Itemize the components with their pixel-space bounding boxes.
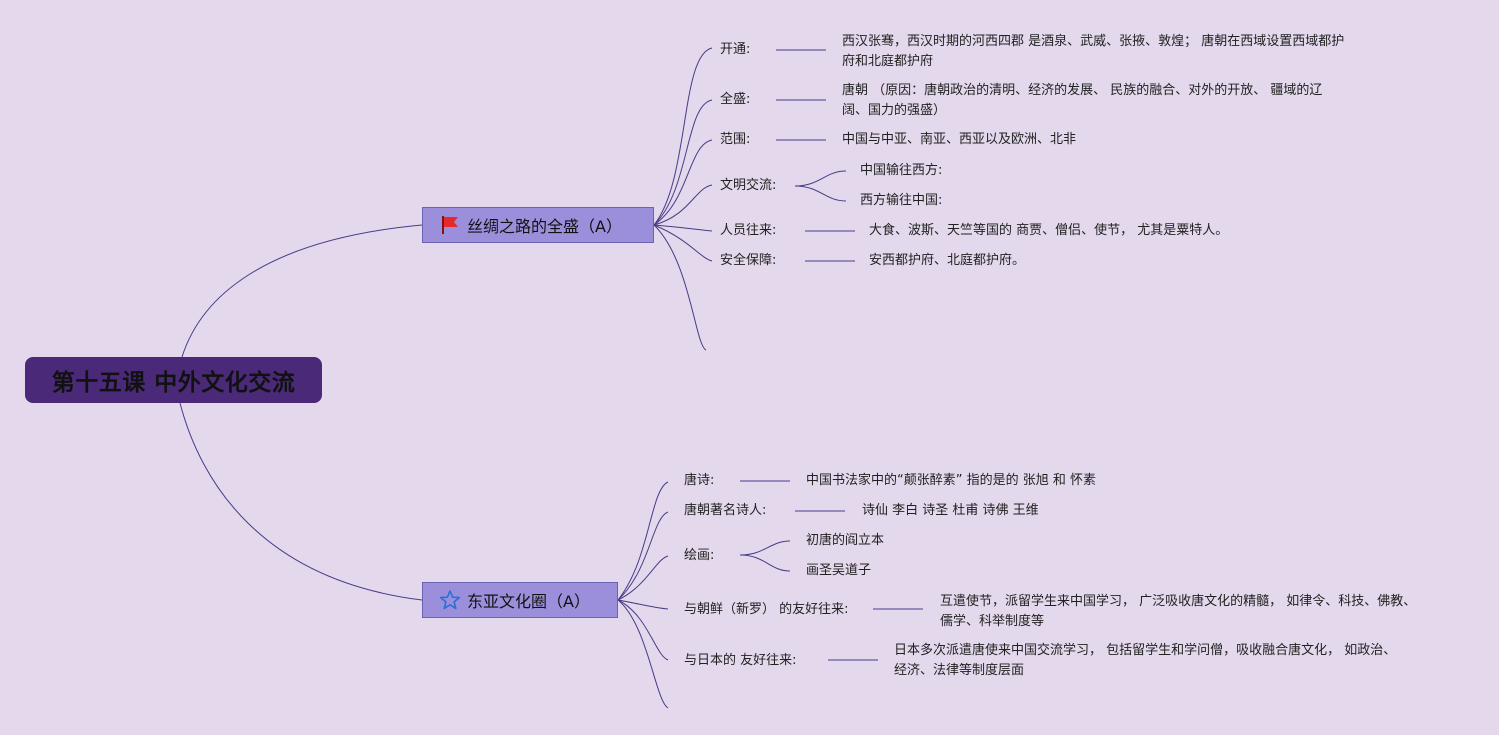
branch-label[interactable]: 范围: (720, 132, 751, 147)
sub-branch-label[interactable]: 初唐的阎立本 (806, 533, 885, 548)
branch-label[interactable]: 与朝鲜（新罗） 的友好往来: (684, 602, 849, 617)
branch-detail: 安西都护府、北庭都护府。 (869, 253, 1026, 268)
branch-label[interactable]: 与日本的 友好往来: (684, 653, 797, 668)
star-icon (439, 589, 461, 611)
branch-label[interactable]: 全盛: (720, 92, 751, 107)
branch-detail: 日本多次派遣唐使来中国交流学习， 包括留学生和学问僧，吸收融合唐文化， 如政治、… (894, 643, 1397, 678)
branch-detail: 中国与中亚、南亚、西亚以及欧洲、北非 (842, 132, 1077, 147)
red-flag-icon (439, 214, 461, 236)
branch-label[interactable]: 文明交流: (720, 178, 777, 193)
branch-detail: 大食、波斯、天竺等国的 商贾、僧侣、使节， 尤其是粟特人。 (869, 223, 1229, 238)
branch-detail: 唐朝 （原因：唐朝政治的清明、经济的发展、 民族的融合、对外的开放、 疆域的辽阔… (842, 83, 1323, 118)
branch-detail: 中国书法家中的“颠张醉素” 指的是的 张旭 和 怀素 (806, 473, 1096, 488)
central-topic[interactable]: 第十五课 中外文化交流 (25, 357, 322, 403)
sub-branch-label[interactable]: 西方输往中国: (860, 193, 943, 208)
topic-title: 东亚文化圈（A） (467, 592, 590, 611)
branch-label[interactable]: 开通: (720, 42, 751, 57)
branch-label[interactable]: 安全保障: (720, 253, 777, 268)
branch-label[interactable]: 绘画: (684, 548, 715, 563)
topic-east-asia[interactable]: 东亚文化圈（A） (422, 582, 618, 618)
branch-detail: 互遣使节，派留学生来中国学习， 广泛吸收唐文化的精髓， 如律令、科技、佛教、儒学… (940, 594, 1417, 629)
branch-label[interactable]: 唐朝著名诗人: (684, 503, 767, 518)
branch-detail: 西汉张骞，西汉时期的河西四郡 是酒泉、武威、张掖、敦煌； 唐朝在西域设置西域都护… (842, 34, 1345, 69)
sub-branch-label[interactable]: 画圣吴道子 (806, 563, 872, 578)
branch-detail: 诗仙 李白 诗圣 杜甫 诗佛 王维 (862, 503, 1039, 518)
topic-silk-road[interactable]: 丝绸之路的全盛（A） (422, 207, 654, 243)
central-topic-title: 第十五课 中外文化交流 (51, 370, 296, 396)
branch-label[interactable]: 唐诗: (684, 473, 715, 488)
sub-branch-label[interactable]: 中国输往西方: (860, 163, 943, 178)
branch-label[interactable]: 人员往来: (720, 223, 777, 238)
topic-title: 丝绸之路的全盛（A） (467, 217, 622, 236)
